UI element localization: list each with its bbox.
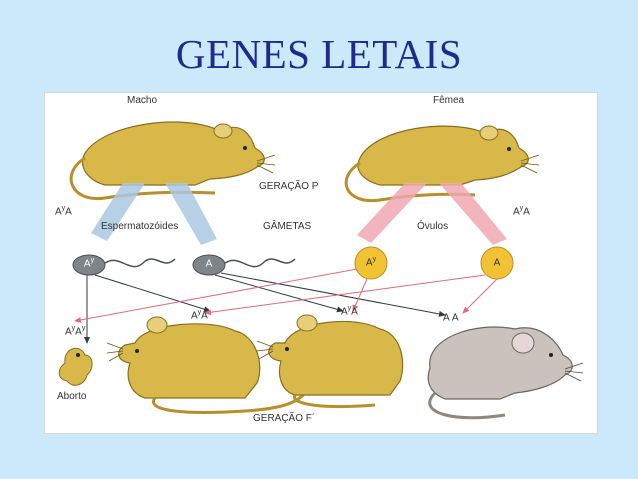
female-gamete-wedge-right — [439, 183, 507, 245]
label-generation-p: GERAÇÃO P — [259, 181, 319, 192]
genotype-sperm-1: Ay — [83, 257, 95, 270]
diagram-canvas — [58, 121, 584, 420]
arrow-sperm2-yellow2 — [214, 274, 344, 313]
arrow-ovum2-yellow1 — [204, 274, 486, 316]
genotype-offspring-normal: A A — [443, 312, 459, 324]
ovum-1 — [354, 246, 388, 280]
female-parent-mouse — [344, 125, 540, 203]
label-sperm: Espermatozóides — [101, 221, 179, 232]
arrow-ovum1-yellow2 — [352, 278, 368, 312]
label-abortion: Aborto — [57, 391, 87, 402]
label-gametes: GÂMETAS — [263, 221, 312, 232]
offspring-gray-mouse — [427, 326, 584, 420]
male-parent-mouse — [69, 121, 276, 200]
male-gamete-wedge-left — [91, 183, 145, 241]
genotype-ovum-1: Ay — [365, 256, 377, 269]
diagram-panel: Macho Fêmea GERAÇÃO P Espermatozóides GÂ… — [44, 92, 598, 434]
label-female: Fêmea — [433, 95, 465, 106]
genotype-offspring-lethal: AyAy — [65, 325, 86, 338]
offspring-yellow-mouse-1 — [106, 316, 307, 414]
genotype-offspring-yellow-2: AyA — [341, 305, 358, 318]
label-ova: Óvulos — [417, 221, 449, 232]
genotype-ovum-2: A — [493, 257, 501, 269]
slide-title: GENES LETAIS — [175, 31, 463, 77]
genotype-sperm-2: A — [205, 258, 213, 270]
arrow-ovum1-lethal — [74, 268, 358, 323]
arrow-sperm2-normal — [220, 272, 446, 317]
arrow-sperm1-yellow1 — [94, 274, 211, 313]
genotype-male-parent: AyA — [55, 205, 72, 218]
offspring-yellow-mouse-2 — [256, 314, 404, 408]
sperm-cell-2 — [192, 254, 296, 276]
aborted-embryo — [58, 347, 93, 386]
female-gamete-wedge-left — [357, 183, 427, 243]
genotype-offspring-yellow-1: AyA — [191, 309, 208, 322]
sperm-cell-1 — [72, 254, 176, 276]
label-male: Macho — [127, 95, 158, 106]
arrow-ovum2-normal — [462, 278, 498, 314]
male-gamete-wedge-right — [165, 183, 217, 245]
label-generation-f1: GERAÇÃO F´ — [253, 413, 316, 424]
genotype-female-parent: AyA — [513, 205, 530, 218]
